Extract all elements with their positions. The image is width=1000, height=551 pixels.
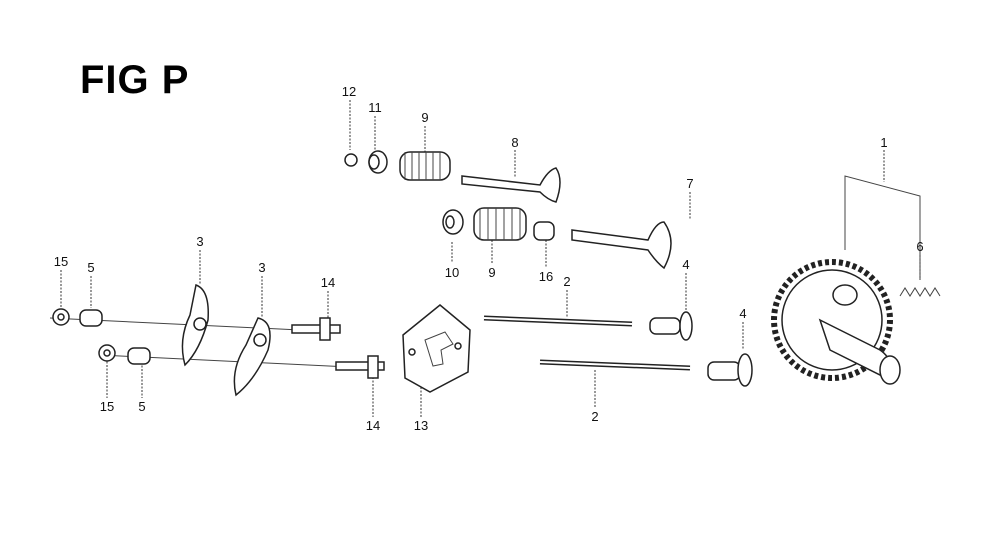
rocker-stud-lower	[335, 355, 385, 379]
pushrod-lower	[539, 359, 691, 371]
tappet-upper	[649, 311, 693, 341]
figure-title: FIG P	[80, 58, 190, 102]
callout-5-upper: 5	[87, 260, 95, 275]
callout-3-upper: 3	[196, 234, 204, 249]
valve-cotter	[344, 153, 358, 167]
tappet-lower	[707, 353, 753, 387]
callout-15-upper: 15	[53, 254, 69, 269]
callout-2-upper: 2	[563, 274, 571, 289]
pushrod-guide-plate	[402, 304, 471, 393]
exhaust-valve	[461, 167, 561, 203]
pivot-upper	[79, 309, 103, 327]
decompressor-spring	[899, 287, 941, 297]
valve-stem-seal	[533, 221, 555, 241]
callout-11: 11	[368, 100, 382, 115]
rocker-arm-lower	[233, 317, 271, 397]
intake-valve	[571, 221, 672, 270]
callout-2-lower: 2	[591, 409, 599, 424]
callout-6: 6	[916, 239, 924, 254]
callout-14-lower: 14	[365, 418, 381, 433]
callout-4-upper: 4	[682, 257, 690, 272]
callout-9-lower: 9	[488, 265, 496, 280]
pushrod-upper	[483, 315, 633, 327]
callout-12: 12	[341, 84, 357, 99]
callout-5-lower: 5	[138, 399, 146, 414]
rocker-stud-upper	[291, 317, 341, 341]
camshaft-gear	[771, 259, 901, 385]
valve-retainer-lower	[442, 209, 464, 235]
leader-lines	[49, 100, 921, 417]
callout-9-upper: 9	[421, 110, 429, 125]
callout-4-lower: 4	[739, 306, 747, 321]
rocker-arm-upper	[181, 284, 209, 367]
valve-spring-lower	[473, 207, 527, 241]
pivot-lower	[127, 347, 151, 365]
nut-lower	[98, 344, 116, 362]
callout-8: 8	[511, 135, 519, 150]
valve-spring-retainer	[368, 150, 388, 174]
callout-14-upper: 14	[320, 275, 336, 290]
callout-10: 10	[444, 265, 460, 280]
callout-7: 7	[686, 176, 694, 191]
callout-13: 13	[413, 418, 429, 433]
callout-3-lower: 3	[258, 260, 266, 275]
valve-spring-upper	[399, 151, 451, 181]
callout-16: 16	[538, 269, 554, 284]
callout-1: 1	[880, 135, 888, 150]
callout-15-lower: 15	[99, 399, 115, 414]
nut-upper	[52, 308, 70, 326]
